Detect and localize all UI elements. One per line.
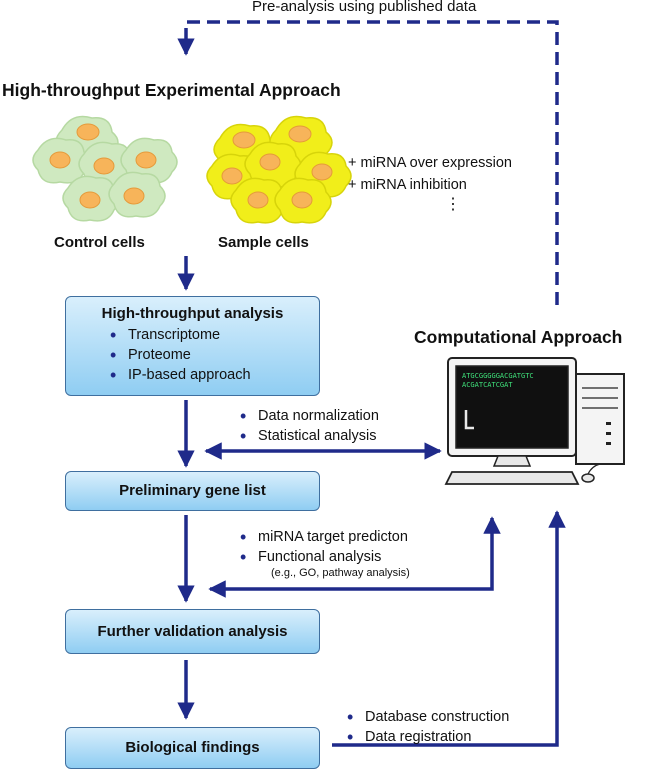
note-statistical-analysis: Statistical analysis (238, 426, 379, 446)
analysis-item-proteome: Proteome (108, 345, 319, 365)
database-notes: Database construction Data registration (345, 707, 509, 747)
control-cells-illustration (32, 115, 178, 222)
note-database-construction: Database construction (345, 707, 509, 727)
computational-approach-title: Computational Approach (414, 327, 623, 347)
biological-findings-box: Biological findings (65, 727, 320, 769)
control-cells-label: Control cells (54, 234, 145, 251)
analysis-item-ip: IP-based approach (108, 365, 319, 385)
monitor-screen-text: ATGCGGGGGACGATGTC ACGATCATCGAT (462, 372, 534, 390)
preliminary-gene-list-box: Preliminary gene list (65, 471, 320, 511)
functional-analysis-example: (e.g., GO, pathway analysis) (271, 567, 410, 579)
further-validation-box: Further validation analysis (65, 609, 320, 654)
findings-title: Biological findings (125, 739, 260, 756)
treatment-inhibition: + miRNA inhibition (348, 177, 467, 193)
note-data-registration: Data registration (345, 727, 509, 747)
analysis-item-transcriptome: Transcriptome (108, 325, 319, 345)
prediction-notes: miRNA target predicton Functional analys… (238, 527, 408, 567)
sample-cells-illustration (206, 115, 352, 224)
gene-list-title: Preliminary gene list (119, 482, 266, 499)
analysis-box-title: High-throughput analysis (101, 305, 284, 322)
treatment-overexpression: + miRNA over expression (348, 155, 512, 171)
pre-analysis-label: Pre-analysis using published data (252, 0, 477, 15)
more-treatments-ellipsis: ⋮ (445, 196, 461, 213)
screen-line-1: ATGCGGGGGACGATGTC (462, 372, 534, 380)
sample-cells-label: Sample cells (218, 234, 309, 251)
experimental-approach-title: High-throughput Experimental Approach (2, 80, 341, 100)
high-throughput-analysis-box: High-throughput analysis Transcriptome P… (65, 296, 320, 396)
normalization-notes: Data normalization Statistical analysis (238, 406, 379, 446)
computer-illustration (444, 357, 625, 485)
screen-line-2: ACGATCATCGAT (462, 381, 513, 389)
analysis-items: Transcriptome Proteome IP-based approach (108, 325, 319, 385)
note-data-normalization: Data normalization (238, 406, 379, 426)
pre-analysis-dashed-arrow (177, 20, 559, 305)
prediction-arrow-path (208, 516, 501, 598)
note-functional-analysis: Functional analysis (238, 547, 408, 567)
validation-title: Further validation analysis (97, 623, 288, 640)
note-target-prediction: miRNA target predicton (238, 527, 408, 547)
treatment-list: + miRNA over expression + miRNA inhibiti… (348, 152, 512, 196)
